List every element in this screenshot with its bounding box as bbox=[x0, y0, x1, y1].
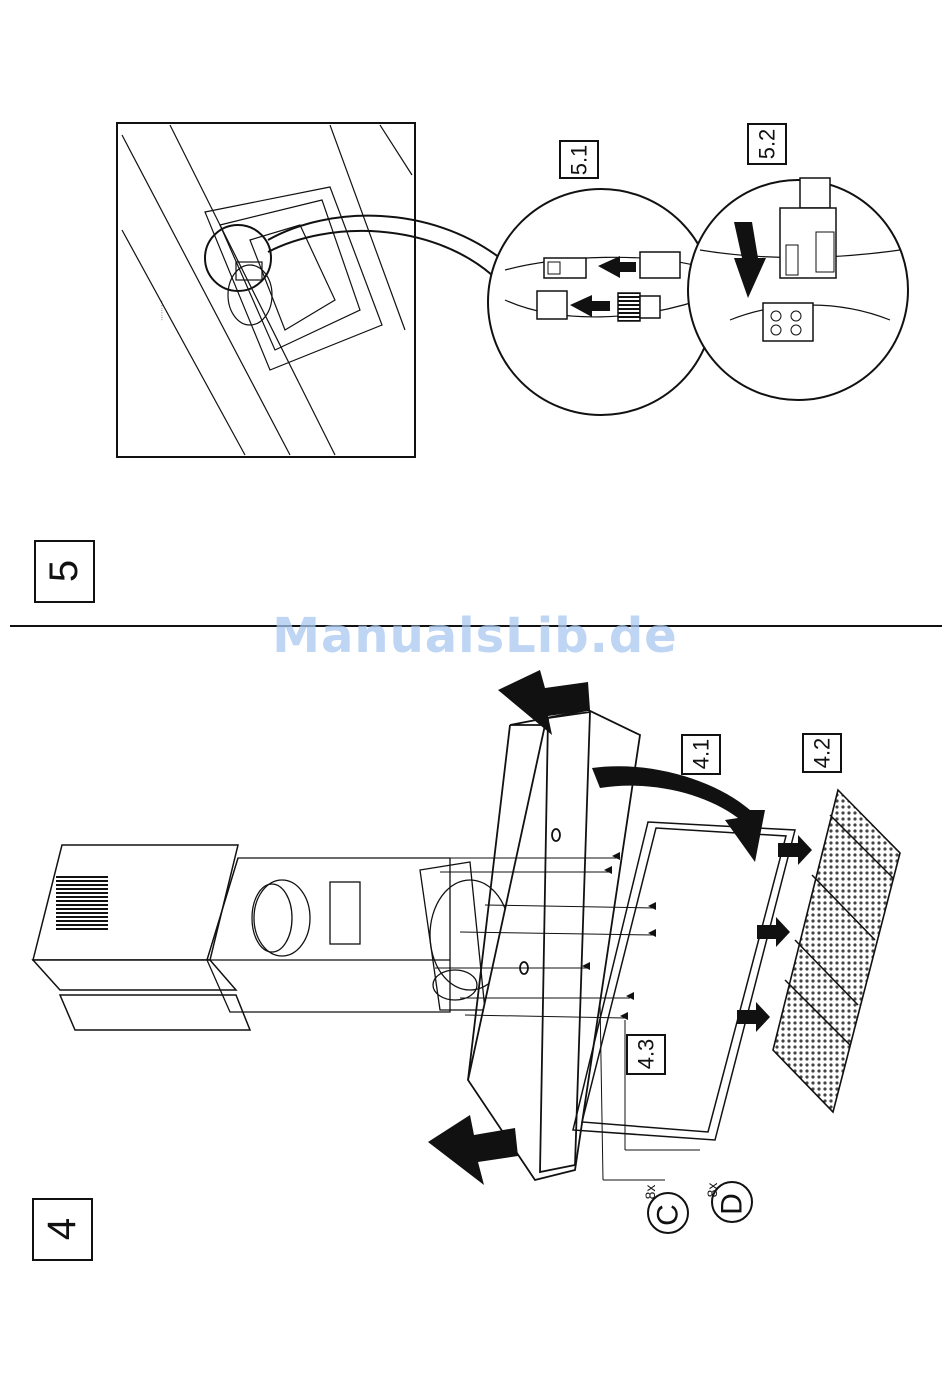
svg-text:8x: 8x bbox=[642, 1185, 658, 1200]
motor-housing bbox=[33, 845, 250, 1030]
svg-text:C: C bbox=[652, 1204, 685, 1226]
svg-text:4.3: 4.3 bbox=[634, 1039, 659, 1070]
watermark: ManualsLib.de bbox=[0, 608, 950, 664]
label-4-2: 4.2 bbox=[803, 734, 841, 772]
svg-text:5.2: 5.2 bbox=[755, 129, 780, 160]
detail-5-1 bbox=[488, 189, 714, 415]
detail-5-2 bbox=[688, 178, 908, 400]
svg-text:8x: 8x bbox=[704, 1183, 720, 1198]
svg-text:5.1: 5.1 bbox=[567, 145, 592, 176]
label-5-1: 5.1 bbox=[560, 141, 598, 178]
screw-c-callout: C 8x bbox=[642, 1185, 688, 1233]
svg-text:4: 4 bbox=[40, 1218, 84, 1240]
svg-text:4.2: 4.2 bbox=[810, 738, 835, 769]
label-4-3: 4.3 bbox=[627, 1035, 665, 1074]
screw-d-callout: D 8x bbox=[704, 1182, 752, 1222]
step4-panel: 4.1 4.2 4.3 C 8x D 8x 4 bbox=[33, 670, 900, 1260]
blower-chassis bbox=[207, 858, 510, 1012]
grease-filter bbox=[773, 790, 900, 1112]
step4-number-box: 4 bbox=[33, 1199, 92, 1260]
step5-panel: ········· bbox=[35, 123, 908, 602]
svg-text:D: D bbox=[716, 1193, 749, 1215]
svg-text:4.1: 4.1 bbox=[689, 739, 714, 770]
label-5-2: 5.2 bbox=[748, 124, 786, 164]
label-4-1: 4.1 bbox=[682, 735, 720, 774]
svg-text:·········: ········· bbox=[158, 300, 165, 321]
step5-overview-frame bbox=[117, 123, 415, 457]
step5-number-box: 5 bbox=[35, 541, 94, 602]
svg-text:5: 5 bbox=[42, 560, 86, 582]
